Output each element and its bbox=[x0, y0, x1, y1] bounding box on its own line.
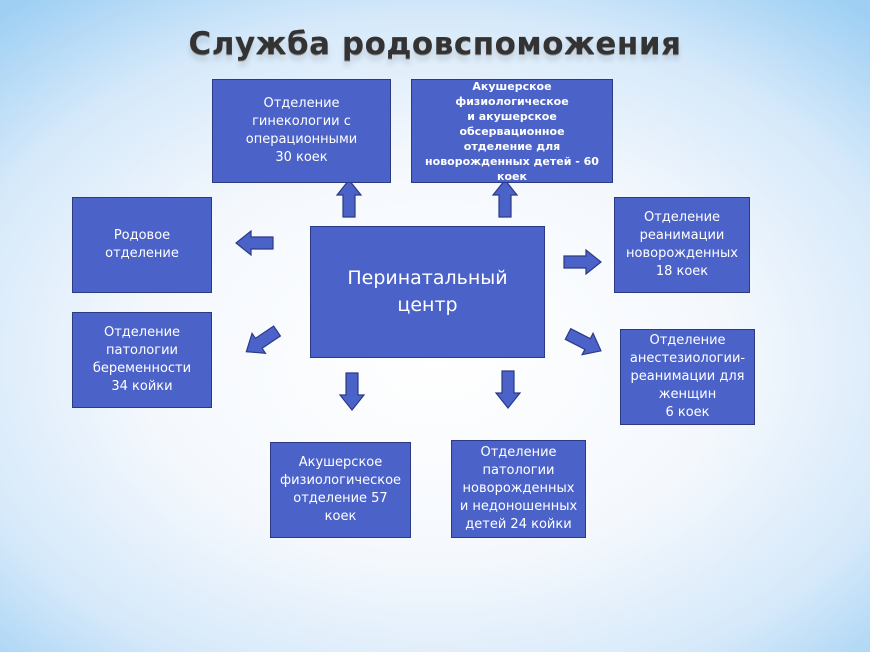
arrow-down-icon bbox=[495, 370, 521, 409]
obstetric-physiological-box: Акушерское физиологическое отделение 57 … bbox=[270, 442, 411, 538]
neonatal-icu-box: Отделение реанимации новорожденных 18 ко… bbox=[614, 197, 750, 293]
arrow-up-icon bbox=[492, 179, 518, 218]
arrow-down-icon bbox=[339, 372, 365, 411]
arrow-down-left-icon bbox=[239, 320, 285, 363]
arrow-down-right-icon bbox=[561, 322, 608, 363]
newborn-pathology-box: Отделение патологии новорожденных и недо… bbox=[451, 440, 586, 538]
arrow-left-icon bbox=[235, 230, 274, 256]
obstetric-observational-box: Акушерское физиологическое и акушерское … bbox=[411, 79, 613, 183]
arrow-up-icon bbox=[336, 179, 362, 218]
maternity-box: Родовое отделение bbox=[72, 197, 212, 293]
gynecology-box: Отделение гинекологии с операционными 30… bbox=[212, 79, 391, 183]
pregnancy-pathology-box: Отделение патологии беременности 34 койк… bbox=[72, 312, 212, 408]
arrow-right-icon bbox=[563, 249, 602, 275]
women-icu-box: Отделение анестезиологии- реанимации для… bbox=[620, 329, 755, 425]
slide-title: Служба родовспоможения bbox=[188, 26, 682, 62]
perinatal-center-box: Перинатальный центр bbox=[310, 226, 545, 358]
